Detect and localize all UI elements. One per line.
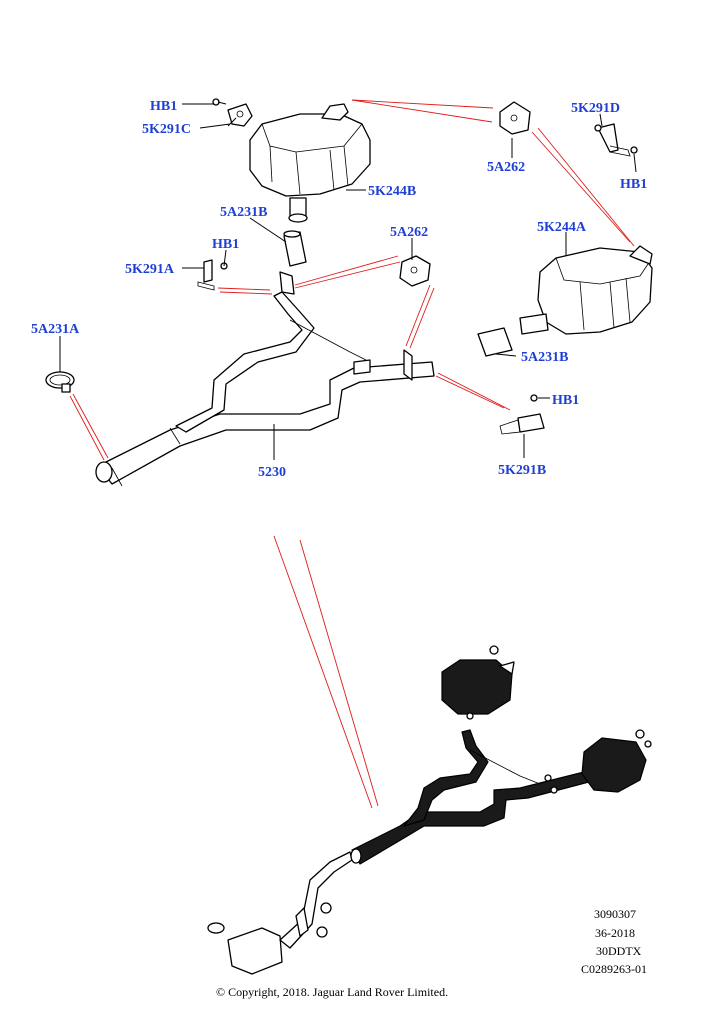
bolt-hb1-top	[212, 98, 227, 106]
bolt-hb1-right-top	[630, 146, 638, 154]
isolator-5a262-top	[499, 101, 531, 135]
hanger-bracket-5k291d	[594, 123, 631, 157]
isolator-5a262-mid	[399, 255, 431, 287]
drawing-reference-block: 3090307 36-2018 30DDTX C0289263-01	[581, 907, 647, 976]
label-5k291c: 5K291C	[142, 122, 191, 137]
clamp-5a231a	[45, 371, 75, 393]
label-5a262-top: 5A262	[487, 160, 525, 175]
full-system-overview	[207, 645, 652, 975]
rear-muffler-left	[249, 103, 371, 223]
label-hb1-top: HB1	[150, 99, 177, 114]
label-5a231a: 5A231A	[31, 322, 80, 337]
callout-lines	[69, 99, 635, 809]
label-5a231b-right: 5A231B	[521, 350, 568, 365]
label-hb1-right-top: HB1	[620, 177, 647, 192]
ref-line-3: 30DDTX	[596, 944, 642, 958]
ref-line-2: 36-2018	[595, 926, 635, 940]
label-5k244a: 5K244A	[537, 220, 587, 235]
label-5a262-mid: 5A262	[390, 225, 428, 240]
label-5230: 5230	[258, 465, 286, 480]
label-hb1-right-mid: HB1	[552, 393, 579, 408]
label-5k244b: 5K244B	[368, 184, 416, 199]
label-5k291b: 5K291B	[498, 463, 546, 478]
part-labels: HB1 5K291C 5K244B 5A231B HB1 5K291A 5A26…	[31, 99, 647, 480]
ref-line-1: 3090307	[594, 907, 636, 921]
label-hb1-left: HB1	[212, 237, 239, 252]
hanger-bracket-5k291b	[499, 413, 545, 435]
copyright-notice: © Copyright, 2018. Jaguar Land Rover Lim…	[216, 985, 448, 999]
ref-line-4: C0289263-01	[581, 962, 647, 976]
label-5k291a: 5K291A	[125, 262, 175, 277]
bolt-hb1-right-mid	[530, 394, 538, 402]
main-exhaust-pipe-5230	[95, 271, 435, 487]
leader-lines	[59, 103, 637, 460]
hanger-bracket-5k291c	[227, 103, 253, 127]
connector-pipe-5a231b-top	[283, 230, 307, 267]
label-5k291d: 5K291D	[571, 101, 620, 116]
label-5a231b-top: 5A231B	[220, 205, 267, 220]
connector-pipe-5a231b-right	[477, 327, 513, 357]
hanger-bracket-5k291a	[197, 259, 228, 291]
rear-muffler-right	[519, 245, 653, 335]
